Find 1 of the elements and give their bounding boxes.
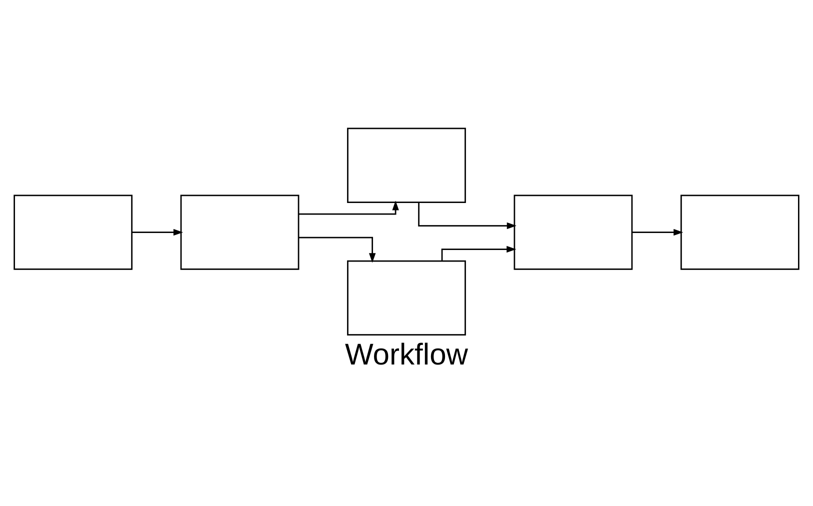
- caption: Workflow: [345, 338, 468, 371]
